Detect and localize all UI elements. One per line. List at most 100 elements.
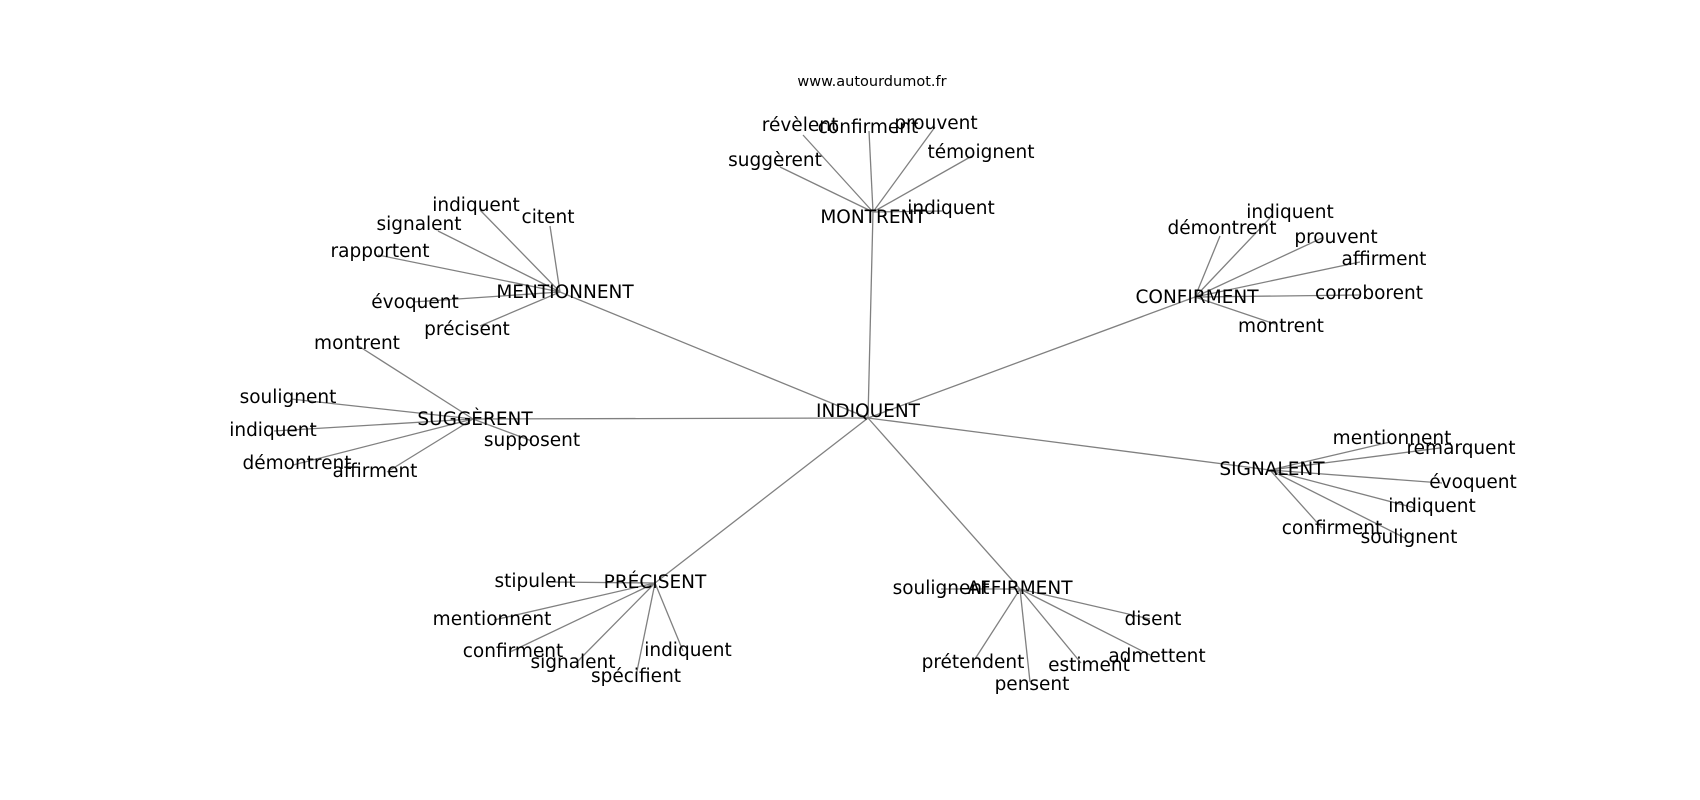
edge-confirment-5 bbox=[1194, 296, 1276, 325]
root-node-label: INDIQUENT bbox=[816, 401, 921, 422]
edge-precisent-0 bbox=[546, 581, 656, 584]
edge-precisent-5 bbox=[654, 582, 684, 652]
edge-signalent-2 bbox=[1269, 469, 1443, 484]
leaf-node-suggerent-3: démontrent bbox=[242, 453, 351, 474]
leaf-node-confirment-1: indiquent bbox=[1246, 202, 1334, 223]
edge-suggerent-5 bbox=[472, 418, 533, 442]
leaf-node-signalent-5: soulignent bbox=[1361, 527, 1458, 548]
hub-node-signalent: SIGNALENT bbox=[1219, 459, 1325, 480]
edge-mentionnent-5 bbox=[479, 291, 561, 327]
edge-suggerent-4 bbox=[386, 418, 474, 473]
edge-montrent-5 bbox=[872, 210, 943, 213]
edge-confirment-3 bbox=[1194, 261, 1361, 298]
leaf-node-affirment-1: disent bbox=[1125, 609, 1182, 630]
leaf-node-montrent-3: prouvent bbox=[894, 113, 977, 134]
edge-precisent-4 bbox=[635, 582, 656, 677]
leaf-node-mentionnent-2: citent bbox=[522, 207, 575, 228]
edge-mentionnent-1 bbox=[437, 230, 561, 293]
edge-montrent-4 bbox=[872, 155, 973, 213]
leaf-node-montrent-0: suggèrent bbox=[728, 150, 822, 171]
hub-node-mentionnent: MENTIONNENT bbox=[496, 282, 634, 303]
leaf-node-confirment-4: corroborent bbox=[1315, 283, 1423, 304]
leaf-node-signalent-0: mentionnent bbox=[1333, 428, 1452, 449]
leaf-node-precisent-2: confirment bbox=[463, 641, 564, 662]
edge-signalent-1 bbox=[1269, 447, 1441, 471]
leaf-node-affirment-5: pensent bbox=[995, 674, 1070, 695]
edge-mentionnent-2 bbox=[549, 225, 561, 293]
leaf-node-confirment-3: affirment bbox=[1342, 249, 1427, 270]
edge-mentionnent-3 bbox=[377, 254, 561, 293]
hub-node-suggerent: SUGGÈRENT bbox=[417, 408, 533, 430]
leaf-node-precisent-3: signalent bbox=[530, 652, 615, 673]
edge-root-suggerent bbox=[472, 417, 869, 420]
edge-affirment-2 bbox=[974, 588, 1021, 660]
edge-affirment-3 bbox=[1019, 588, 1151, 656]
leaf-node-suggerent-4: affirment bbox=[333, 461, 418, 482]
leaf-node-montrent-1: révèlent bbox=[762, 115, 838, 136]
leaf-node-signalent-1: remarquent bbox=[1406, 438, 1515, 459]
leaf-node-mentionnent-4: évoquent bbox=[371, 292, 458, 313]
edge-precisent-3 bbox=[575, 582, 656, 664]
leaf-node-precisent-5: indiquent bbox=[644, 640, 732, 661]
edge-affirment-5 bbox=[1019, 588, 1031, 683]
leaf-node-suggerent-1: soulignent bbox=[240, 387, 337, 408]
labels-layer: www.autourdumot.fr INDIQUENT MONTRENT sugg… bbox=[229, 74, 1517, 695]
hub-node-confirment: CONFIRMENT bbox=[1135, 287, 1259, 308]
edge-signalent-3 bbox=[1269, 469, 1416, 509]
leaf-node-affirment-0: soulignent bbox=[893, 578, 990, 599]
edge-signalent-0 bbox=[1269, 441, 1391, 471]
edge-confirment-4 bbox=[1194, 294, 1362, 298]
edge-suggerent-1 bbox=[290, 398, 474, 420]
edge-mentionnent-0 bbox=[479, 209, 561, 293]
leaf-node-montrent-2: confirment bbox=[818, 117, 919, 138]
hub-node-affirment: AFFIRMENT bbox=[967, 578, 1073, 599]
leaf-node-affirment-2: prétendent bbox=[922, 652, 1025, 673]
leaf-node-mentionnent-5: précisent bbox=[424, 319, 510, 340]
leaf-node-signalent-4: confirment bbox=[1282, 518, 1383, 539]
edge-signalent-4 bbox=[1269, 469, 1323, 529]
edge-suggerent-2 bbox=[273, 418, 474, 432]
edge-montrent-2 bbox=[868, 130, 874, 213]
leaf-node-confirment-5: montrent bbox=[1238, 316, 1324, 337]
leaf-node-montrent-5: indiquent bbox=[907, 198, 995, 219]
leaf-node-mentionnent-0: indiquent bbox=[432, 195, 520, 216]
leaf-node-precisent-0: stipulent bbox=[494, 571, 575, 592]
hub-node-montrent: MONTRENT bbox=[820, 207, 926, 228]
edge-affirment-4 bbox=[1019, 588, 1082, 664]
edge-precisent-2 bbox=[509, 582, 656, 653]
edge-confirment-2 bbox=[1194, 237, 1323, 298]
edge-suggerent-3 bbox=[292, 418, 474, 466]
leaf-node-suggerent-0: montrent bbox=[314, 333, 400, 354]
leaf-node-affirment-4: estiment bbox=[1048, 655, 1130, 676]
edge-precisent-1 bbox=[493, 582, 656, 621]
edge-root-montrent bbox=[867, 211, 874, 419]
leaf-node-precisent-1: mentionnent bbox=[433, 609, 552, 630]
leaf-node-precisent-4: spécifient bbox=[591, 666, 681, 687]
edge-root-affirment bbox=[867, 417, 1021, 590]
leaf-node-suggerent-2: indiquent bbox=[229, 420, 317, 441]
edge-mentionnent-4 bbox=[412, 291, 561, 303]
leaf-node-suggerent-5: supposent bbox=[484, 430, 580, 451]
leaf-node-mentionnent-3: rapportent bbox=[331, 241, 430, 262]
edge-root-signalent bbox=[867, 417, 1271, 471]
leaf-node-montrent-4: témoignent bbox=[928, 142, 1035, 163]
edge-signalent-5 bbox=[1269, 469, 1406, 539]
edge-suggerent-0 bbox=[356, 344, 474, 420]
source-url: www.autourdumot.fr bbox=[797, 74, 946, 90]
edge-confirment-0 bbox=[1194, 235, 1221, 298]
edge-root-precisent bbox=[654, 417, 869, 584]
edge-montrent-3 bbox=[872, 126, 936, 213]
hub-node-precisent: PRÉCISENT bbox=[604, 571, 707, 593]
leaf-node-mentionnent-1: signalent bbox=[376, 214, 461, 235]
edge-root-mentionnent bbox=[559, 291, 869, 419]
edge-root-confirment bbox=[867, 296, 1196, 419]
edge-affirment-1 bbox=[1019, 588, 1151, 620]
edge-confirment-1 bbox=[1194, 217, 1271, 298]
leaf-node-confirment-2: prouvent bbox=[1294, 227, 1377, 248]
leaf-node-signalent-3: indiquent bbox=[1388, 496, 1476, 517]
leaf-node-confirment-0: démontrent bbox=[1167, 218, 1276, 239]
edge-montrent-1 bbox=[802, 134, 874, 213]
edge-montrent-0 bbox=[779, 166, 874, 213]
edges-layer bbox=[273, 126, 1443, 683]
